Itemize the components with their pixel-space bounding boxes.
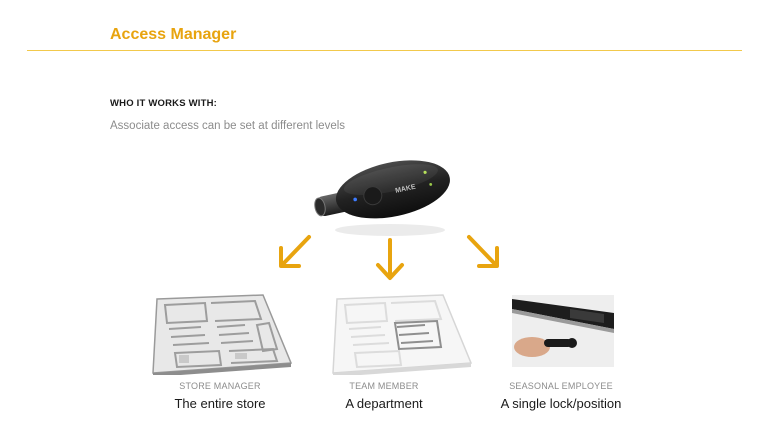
level-scope: A department (345, 396, 423, 411)
level-role: STORE MANAGER (179, 381, 261, 391)
level-team-member: TEAM MEMBER A department (294, 381, 474, 411)
header-divider (27, 50, 742, 51)
arrow-down-right-icon (467, 235, 499, 268)
level-scope: The entire store (174, 396, 266, 411)
level-store-manager: STORE MANAGER The entire store (130, 381, 310, 411)
single-lock-photo (512, 295, 614, 367)
arrow-down-icon (376, 238, 404, 280)
section-subtitle: Associate access can be set at different… (110, 120, 346, 132)
level-role: SEASONAL EMPLOYEE (509, 381, 613, 391)
arrow-down-left-icon (279, 235, 311, 268)
level-seasonal-employee: SEASONAL EMPLOYEE A single lock/position (471, 381, 651, 411)
access-key-device: MAKE (314, 160, 450, 236)
department-floorplan-image (332, 294, 473, 375)
device-brand-label: MAKE (395, 184, 417, 195)
section-heading: WHO IT WORKS WITH: (110, 98, 218, 109)
page-title: Access Manager (110, 26, 237, 43)
level-scope: A single lock/position (500, 396, 622, 411)
store-floorplan-image (152, 294, 293, 375)
level-role: TEAM MEMBER (349, 381, 419, 391)
